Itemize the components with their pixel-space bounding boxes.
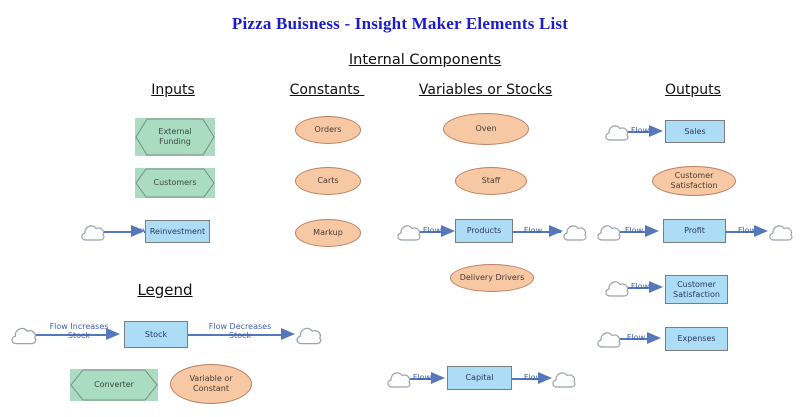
node-label: Staff [481,176,501,185]
flow-label: Flow [412,373,432,382]
node-label: Reinvestment [149,226,206,236]
node-products[interactable]: Products [455,219,513,243]
node-profit[interactable]: Profit [663,219,726,243]
cloud-icon [552,372,576,388]
cloud-icon [605,281,629,297]
node-customer-satisfaction-variable[interactable]: Customer Satisfaction [652,166,736,196]
cloud-icon [11,327,37,345]
node-label: Profit [684,226,705,235]
arrow-head-icon [106,328,120,340]
node-label: Carts [317,176,339,185]
page-title: Pizza Buisness - Insight Maker Elements … [231,14,569,33]
legend-heading: Legend [137,281,193,299]
arrow-head-icon [649,281,663,293]
flow-line [104,231,138,233]
section-heading-internal-components: Internal Components [348,52,502,68]
node-oven[interactable]: Oven [443,113,529,145]
legend-node-stock[interactable]: Stock [124,321,188,348]
legend-flow-in-label: Flow Increases Stock [49,322,109,340]
cloud-icon [387,372,411,388]
node-orders[interactable]: Orders [295,116,361,144]
arrow-head-icon [647,332,661,344]
cloud-icon [296,327,322,345]
node-label: Variable or Constant [189,374,233,393]
flow-line [620,338,652,340]
node-label: Markup [313,228,343,237]
flow-label: Flow [737,226,757,235]
cloud-icon [563,225,587,241]
flow-line [512,378,546,380]
cloud-icon [769,225,793,241]
node-staff[interactable]: Staff [455,167,527,195]
flow-line [628,131,658,133]
node-delivery-drivers[interactable]: Delivery Drivers [450,264,534,292]
cloud-icon [605,125,629,141]
node-label: Capital [465,373,494,382]
hexagon-shape [135,118,215,156]
cloud-icon [597,332,621,348]
flow-label: Flow [630,282,650,291]
legend-flow-out-label: Flow Decreases Stock [208,322,272,340]
arrow-head-icon [538,372,552,384]
node-sales[interactable]: Sales [665,120,725,143]
flow-line [620,231,652,233]
flow-line [188,334,286,336]
flow-line [36,334,114,336]
flow-line [726,231,760,233]
node-label: Orders [314,125,342,134]
flow-line [410,378,440,380]
arrow-head-icon [281,328,295,340]
node-expenses[interactable]: Expenses [665,327,728,351]
flow-line [628,287,658,289]
flow-label: Flow [624,226,644,235]
node-capital[interactable]: Capital [447,366,512,390]
node-label: Products [466,226,502,235]
column-header-variables-or-stocks: Variables or Stocks [418,82,553,98]
node-customer-satisfaction-stock[interactable]: Customer Satisfaction [665,275,728,304]
node-label: Customer Satisfaction [673,279,720,299]
node-label: Stock [144,329,168,339]
arrow-head-icon [549,225,563,237]
flow-label: Flow [523,226,543,235]
arrow-head-icon [649,125,663,137]
hexagon-shape [135,168,215,198]
legend-node-variable-or-constant[interactable]: Variable or Constant [170,364,252,404]
column-header-outputs: Outputs [665,82,721,98]
flow-line [420,231,450,233]
cloud-icon [397,225,421,241]
flow-label: Flow [422,226,442,235]
node-markup[interactable]: Markup [295,219,361,247]
node-label: Delivery Drivers [459,273,525,282]
node-label: Customer Satisfaction [670,171,718,190]
legend-node-converter[interactable]: Converter [70,369,158,401]
flow-label: Flow [630,126,650,135]
node-reinvestment[interactable]: Reinvestment [145,220,210,243]
flow-line [513,231,561,233]
arrow-head-icon [441,225,455,237]
column-header-constants: Constants [289,82,365,98]
cloud-icon [81,225,105,241]
arrow-head-icon [431,372,445,384]
cloud-icon [597,225,621,241]
arrow-head-icon [645,225,659,237]
flow-label: Flow [523,373,543,382]
node-customers[interactable]: Customers [135,168,215,198]
hexagon-shape [70,369,158,401]
node-label: Sales [684,126,706,136]
node-carts[interactable]: Carts [295,167,361,195]
flow-label: Flow [626,333,646,342]
arrow-head-icon [754,225,768,237]
node-label: Oven [475,124,497,133]
arrow-head-icon [131,225,145,237]
node-external-funding[interactable]: External Funding [135,118,215,156]
node-label: Expenses [677,334,716,343]
column-header-inputs: Inputs [151,82,195,98]
